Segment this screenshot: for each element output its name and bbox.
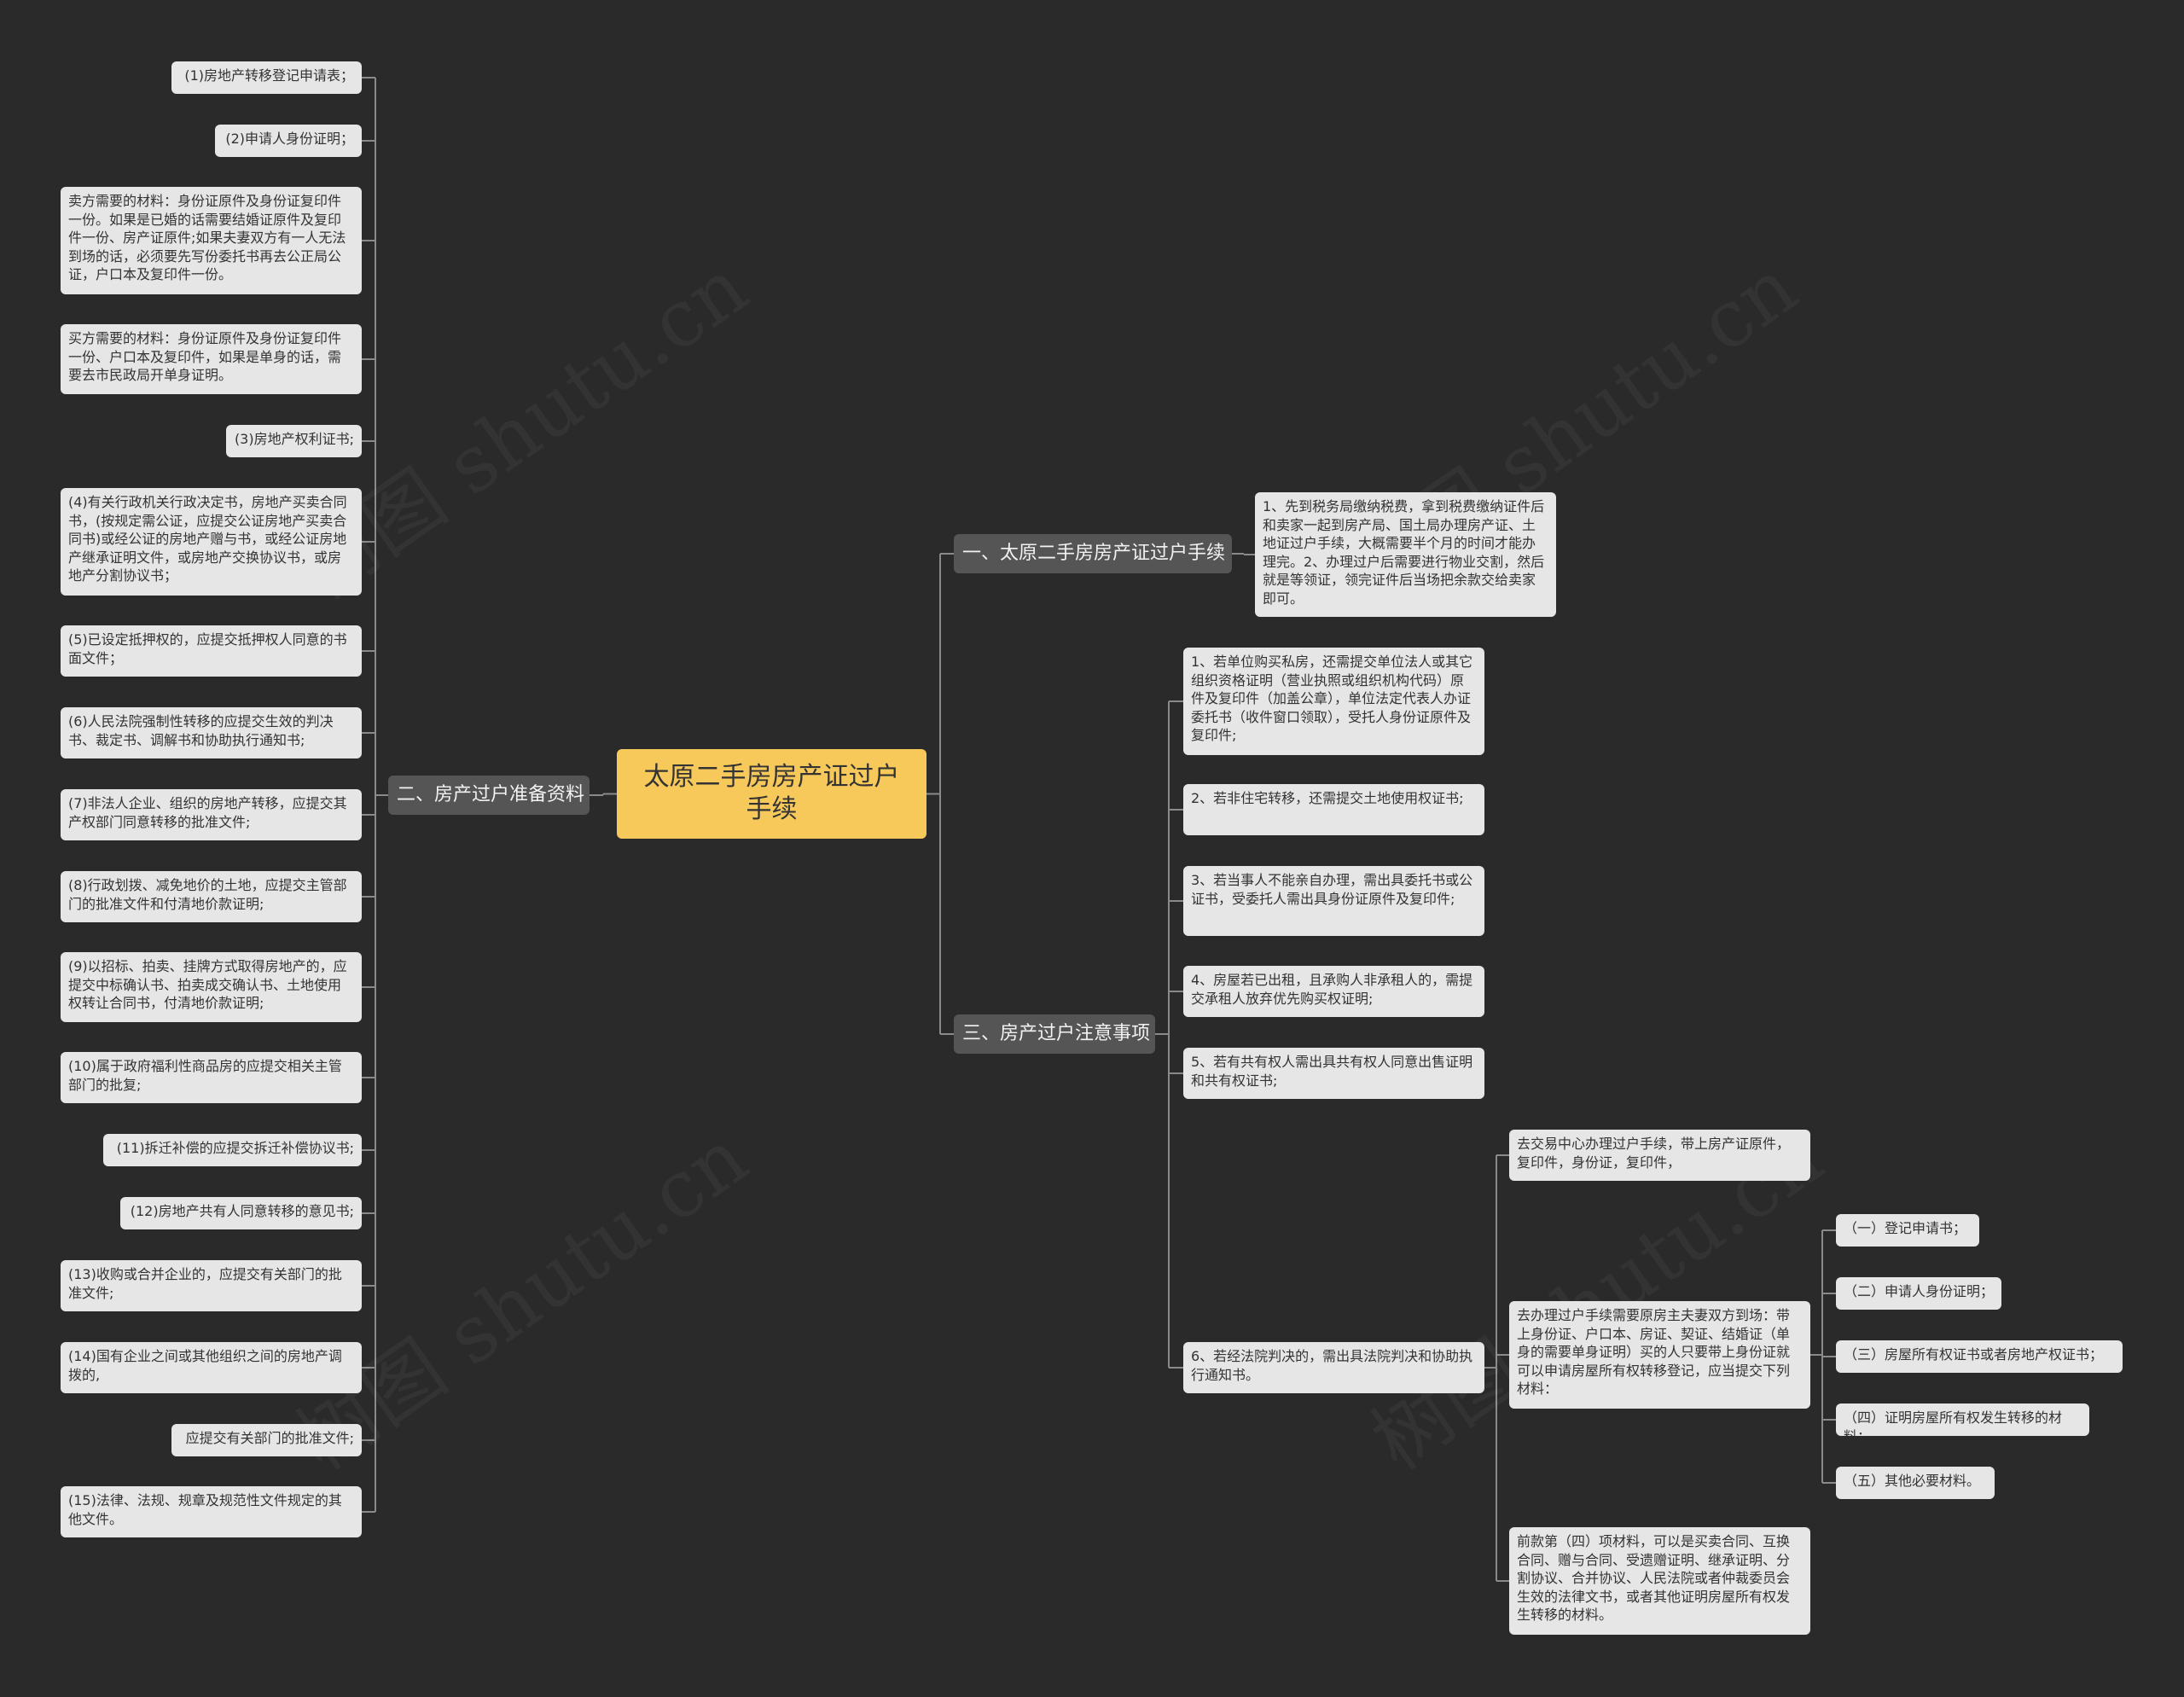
- document-item-node[interactable]: (2)申请人身份证明；: [215, 125, 362, 157]
- precaution-item-node[interactable]: 2、若非住宅转移，还需提交土地使用权证书;: [1183, 784, 1484, 835]
- material-list-item[interactable]: （四）证明房屋所有权发生转移的材料；: [1836, 1404, 2089, 1436]
- document-item-node[interactable]: (12)房地产共有人同意转移的意见书;: [120, 1197, 362, 1229]
- material-list-item[interactable]: （三）房屋所有权证书或者房地产权证书；: [1836, 1340, 2123, 1373]
- document-item-node[interactable]: (9)以招标、拍卖、挂牌方式取得房地产的，应提交中标确认书、拍卖成交确认书、土地…: [61, 952, 362, 1022]
- court-judgment-detail-node[interactable]: 去交易中心办理过户手续，带上房产证原件，复印件，身份证，复印件，: [1509, 1130, 1810, 1181]
- material-list-item[interactable]: （五）其他必要材料。: [1836, 1467, 1995, 1499]
- document-item-node[interactable]: (13)收购或合并企业的，应提交有关部门的批准文件;: [61, 1260, 362, 1311]
- document-item-node[interactable]: (10)属于政府福利性商品房的应提交相关主管部门的批复;: [61, 1052, 362, 1103]
- document-item-node[interactable]: (8)行政划拨、减免地价的土地，应提交主管部门的批准文件和付清地价款证明;: [61, 871, 362, 922]
- court-judgment-detail-node[interactable]: 去办理过户手续需要原房主夫妻双方到场：带上身份证、户口本、房证、契证、结婚证（单…: [1509, 1301, 1810, 1409]
- material-list-item[interactable]: （二）申请人身份证明；: [1836, 1277, 2001, 1310]
- document-item-node[interactable]: (7)非法人企业、组织的房地产转移，应提交其产权部门同意转移的批准文件;: [61, 789, 362, 840]
- document-item-node[interactable]: (1)房地产转移登记申请表；: [171, 61, 362, 94]
- document-item-node[interactable]: (3)房地产权利证书;: [226, 425, 362, 457]
- document-item-node[interactable]: (4)有关行政机关行政决定书，房地产买卖合同书，(按规定需公证，应提交公证房地产…: [61, 488, 362, 596]
- root-topic[interactable]: 太原二手房房产证过户手续: [617, 749, 926, 839]
- document-item-node[interactable]: (6)人民法院强制性转移的应提交生效的判决书、裁定书、调解书和协助执行通知书;: [61, 707, 362, 758]
- document-item-node[interactable]: 卖方需要的材料：身份证原件及身份证复印件一份。如果是已婚的话需要结婚证原件及复印…: [61, 187, 362, 294]
- precaution-item-node[interactable]: 3、若当事人不能亲自办理，需出具委托书或公证书，受委托人需出具身份证原件及复印件…: [1183, 866, 1484, 936]
- precaution-item-node[interactable]: 5、若有共有权人需出具共有权人同意出售证明和共有权证书;: [1183, 1048, 1484, 1099]
- document-item-node[interactable]: (14)国有企业之间或其他组织之间的房地产调拨的,: [61, 1342, 362, 1393]
- document-item-node[interactable]: (15)法律、法规、规章及规范性文件规定的其他文件。: [61, 1486, 362, 1537]
- court-judgment-detail-node[interactable]: 前款第（四）项材料，可以是买卖合同、互换合同、赠与合同、受遗赠证明、继承证明、分…: [1509, 1527, 1810, 1635]
- branch-required-documents[interactable]: 二、房产过户准备资料: [388, 776, 590, 815]
- precaution-item-node[interactable]: 4、房屋若已出租，且承购人非承租人的，需提交承租人放弃优先购买权证明;: [1183, 966, 1484, 1017]
- material-list-item[interactable]: （一）登记申请书；: [1836, 1214, 1979, 1247]
- branch-transfer-procedure[interactable]: 一、太原二手房房产证过户手续: [954, 534, 1232, 573]
- document-item-node[interactable]: 应提交有关部门的批准文件;: [171, 1424, 362, 1456]
- document-item-node[interactable]: (5)已设定抵押权的，应提交抵押权人同意的书面文件；: [61, 625, 362, 677]
- precaution-item-node[interactable]: 6、若经法院判决的，需出具法院判决和协助执行通知书。: [1183, 1342, 1484, 1393]
- document-item-node[interactable]: (11)拆迁补偿的应提交拆迁补偿协议书;: [103, 1134, 362, 1166]
- precaution-item-node[interactable]: 1、若单位购买私房，还需提交单位法人或其它组织资格证明（营业执照或组织机构代码）…: [1183, 648, 1484, 755]
- branch-precautions[interactable]: 三、房产过户注意事项: [954, 1014, 1155, 1054]
- document-item-node[interactable]: 买方需要的材料：身份证原件及身份证复印件一份、户口本及复印件，如果是单身的话，需…: [61, 324, 362, 394]
- procedure-detail-node[interactable]: 1、先到税务局缴纳税费，拿到税费缴纳证件后和卖家一起到房产局、国土局办理房产证、…: [1255, 492, 1556, 617]
